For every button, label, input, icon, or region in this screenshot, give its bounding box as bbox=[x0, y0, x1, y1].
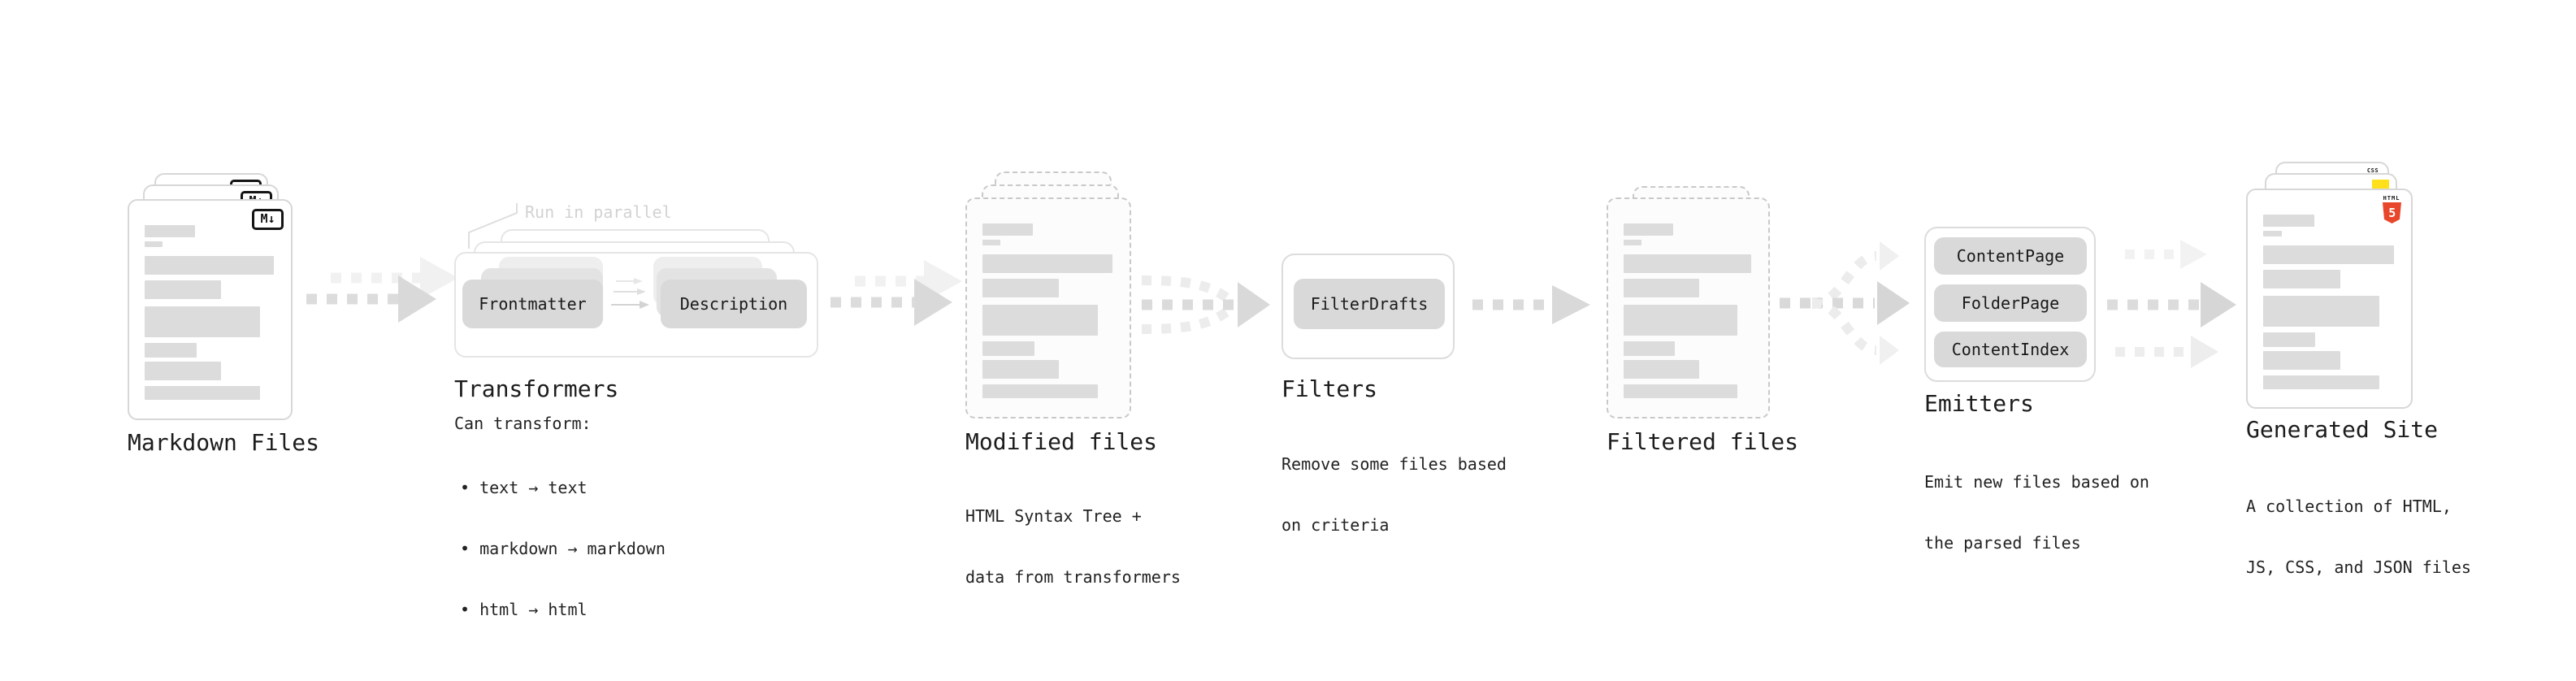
doc-content-bar bbox=[982, 254, 1112, 273]
doc-content-bar bbox=[2263, 215, 2314, 227]
doc-content-bar bbox=[982, 223, 1034, 236]
js-icon bbox=[2372, 180, 2389, 189]
doc-content-bar bbox=[982, 341, 1034, 356]
doc-content-bar bbox=[2263, 231, 2282, 236]
doc-content-bar bbox=[2263, 332, 2316, 347]
doc-content bbox=[1624, 199, 1751, 417]
description-line: on criteria bbox=[1281, 515, 1390, 535]
doc-content-bar bbox=[145, 386, 260, 400]
description-line: Remove some files based bbox=[1281, 454, 1507, 474]
doc-content-bar bbox=[1624, 279, 1699, 297]
pill-contentpage: ContentPage bbox=[1934, 237, 2087, 275]
flow-arrow-markdown-to-transformers bbox=[306, 257, 458, 323]
site-file-card-front: HTML 5 bbox=[2246, 189, 2413, 409]
parallel-arrows-icon bbox=[611, 278, 649, 309]
markdown-icon: M↓ bbox=[252, 209, 284, 230]
description-line: data from transformers bbox=[965, 567, 1181, 587]
generated-site-description: A collection of HTML, JS, CSS, and JSON … bbox=[2246, 456, 2471, 618]
doc-content-bar bbox=[1624, 240, 1641, 245]
doc-content-bar bbox=[1624, 223, 1674, 236]
fanout-arrow-filtered-to-emitters bbox=[1780, 241, 1910, 365]
section-title-filtered-files: Filtered files bbox=[1607, 428, 1799, 455]
svg-text:5: 5 bbox=[2388, 206, 2396, 220]
bullet-item: • markdown → markdown bbox=[460, 539, 666, 558]
section-title-modified-files: Modified files bbox=[965, 428, 1158, 455]
doc-content-bar bbox=[982, 240, 1001, 245]
doc-content-bar bbox=[2263, 296, 2380, 327]
flow-arrow-transformers-to-modified bbox=[830, 260, 962, 326]
doc-content-bar bbox=[145, 306, 260, 337]
doc-content-bar bbox=[145, 343, 197, 358]
merge-arrow-modified-to-filters bbox=[1141, 275, 1270, 334]
doc-content-bar bbox=[2263, 270, 2340, 288]
doc-content-bar bbox=[982, 279, 1060, 297]
pill-filterdrafts: FilterDrafts bbox=[1294, 279, 1445, 329]
description-line: Emit new files based on bbox=[1924, 472, 2149, 492]
doc-content-bar bbox=[2263, 375, 2380, 389]
flow-arrows-emitters-to-site bbox=[2107, 240, 2236, 368]
description-line: HTML Syntax Tree + bbox=[965, 506, 1142, 526]
description-line: JS, CSS, and JSON files bbox=[2246, 557, 2471, 577]
filtered-file-card-front bbox=[1607, 197, 1770, 419]
emitters-description: Emit new files based on the parsed files bbox=[1924, 432, 2149, 594]
bullet-item: • html → html bbox=[460, 600, 588, 619]
modified-file-card-front bbox=[965, 197, 1131, 419]
doc-content-bar bbox=[145, 280, 221, 299]
markdown-file-card-front: M↓ bbox=[128, 199, 293, 420]
transformers-bullets: • text → text • markdown → markdown • ht… bbox=[460, 437, 666, 661]
doc-content-bar bbox=[145, 225, 195, 237]
doc-content-bar bbox=[145, 256, 274, 275]
section-title-filters: Filters bbox=[1281, 375, 1378, 402]
section-title-generated-site: Generated Site bbox=[2246, 416, 2439, 443]
doc-content-bar bbox=[2263, 245, 2394, 264]
html5-icon-word: HTML bbox=[2383, 195, 2400, 202]
doc-content-bar bbox=[1624, 360, 1699, 379]
doc-content bbox=[145, 201, 274, 419]
doc-content-bar bbox=[145, 362, 221, 380]
pill-folderpage: FolderPage bbox=[1934, 284, 2087, 322]
doc-content-bar bbox=[982, 384, 1099, 398]
doc-content bbox=[2263, 190, 2394, 407]
doc-content-bar bbox=[145, 241, 163, 247]
html5-shield: 5 bbox=[2382, 202, 2401, 223]
css-icon-label: CSS bbox=[2366, 167, 2379, 174]
description-line: the parsed files bbox=[1924, 533, 2081, 553]
callout-leader-line bbox=[468, 203, 518, 249]
bullet-item: • text → text bbox=[460, 478, 588, 497]
doc-content-bar bbox=[1624, 341, 1675, 356]
filters-description: Remove some files based on criteria bbox=[1281, 414, 1507, 576]
doc-content bbox=[982, 199, 1112, 417]
doc-content-bar bbox=[1624, 305, 1737, 336]
pill-description: Description bbox=[661, 280, 807, 328]
section-title-markdown-files: Markdown Files bbox=[128, 429, 320, 456]
doc-content-bar bbox=[982, 305, 1099, 336]
html5-icon: HTML 5 bbox=[2381, 195, 2402, 228]
pill-frontmatter: Frontmatter bbox=[462, 280, 603, 328]
doc-content-bar bbox=[1624, 254, 1751, 273]
pill-contentindex: ContentIndex bbox=[1934, 332, 2087, 367]
section-title-emitters: Emitters bbox=[1924, 390, 2034, 417]
run-in-parallel-callout: Run in parallel bbox=[525, 202, 672, 222]
modified-files-description: HTML Syntax Tree + data from transformer… bbox=[965, 466, 1181, 628]
transformers-subtitle: Can transform: bbox=[454, 414, 592, 433]
doc-content-bar bbox=[982, 360, 1060, 379]
flow-arrow-filters-to-filtered bbox=[1472, 285, 1590, 324]
description-line: A collection of HTML, bbox=[2246, 497, 2452, 516]
section-title-transformers: Transformers bbox=[454, 375, 619, 402]
doc-content-bar bbox=[2263, 351, 2340, 370]
doc-content-bar bbox=[1624, 384, 1737, 398]
